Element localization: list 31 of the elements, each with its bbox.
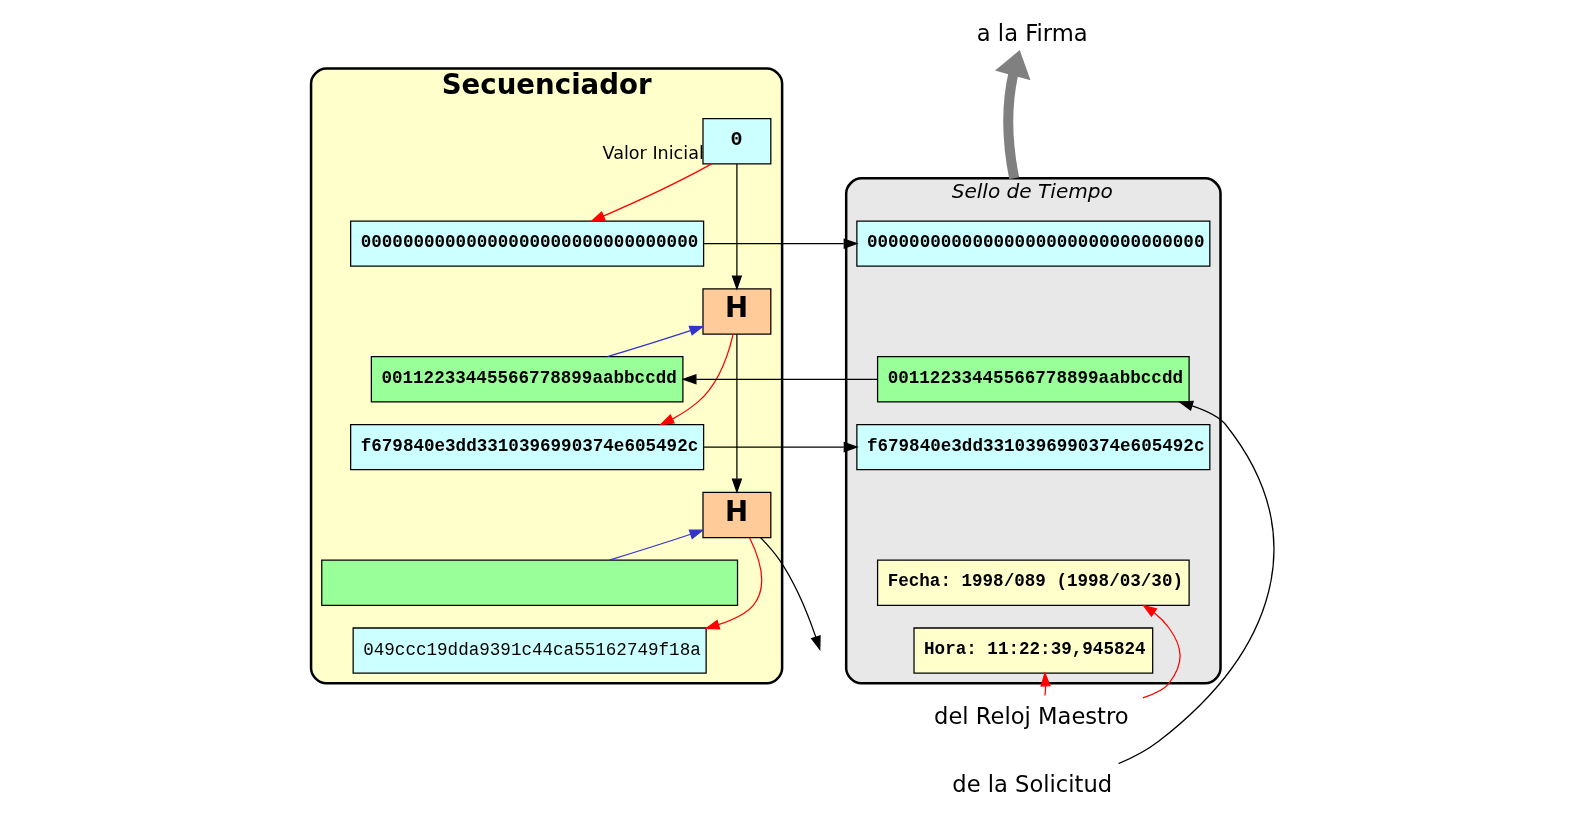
arrow	[994, 50, 1030, 180]
node-text: del Reloj Maestro	[933, 702, 1129, 729]
node-box: Hora: 11:22:39,945824	[912, 627, 1153, 674]
node-box: 00000000000000000000000000000000	[349, 220, 704, 267]
node-box: 049ccc19dda9391c44ca55162749f18a	[352, 627, 707, 674]
arrow	[703, 537, 762, 630]
node-box: Fecha: 1998/089 (1998/03/30)	[876, 559, 1190, 606]
node-box: 00000000000000000000000000000000	[855, 220, 1210, 267]
arrow	[658, 333, 734, 426]
arrow	[680, 374, 878, 385]
arrow	[731, 333, 742, 494]
arrow	[1039, 671, 1051, 697]
arrow	[608, 529, 705, 561]
node-text: de la Solicitud	[951, 770, 1112, 797]
node-box: f679840e3dd3310396990374e605492c	[855, 423, 1210, 471]
node-box	[320, 559, 738, 606]
arrow	[606, 325, 704, 358]
arrow	[589, 163, 712, 222]
node-box: f679840e3dd3310396990374e605492c	[349, 423, 704, 471]
arrow	[1141, 604, 1181, 699]
node-box: H	[701, 491, 771, 539]
node-box: 0	[701, 118, 771, 165]
arrow	[703, 441, 859, 453]
arrow	[759, 537, 821, 651]
node-box: 00112233445566778899aabbccdd	[876, 356, 1190, 403]
node-text: a la Firma	[976, 20, 1088, 47]
arrow	[1117, 400, 1274, 765]
node-box: H	[701, 288, 771, 335]
node-box: 00112233445566778899aabbccdd	[370, 356, 683, 403]
arrow	[703, 238, 859, 249]
arrow	[731, 163, 742, 291]
